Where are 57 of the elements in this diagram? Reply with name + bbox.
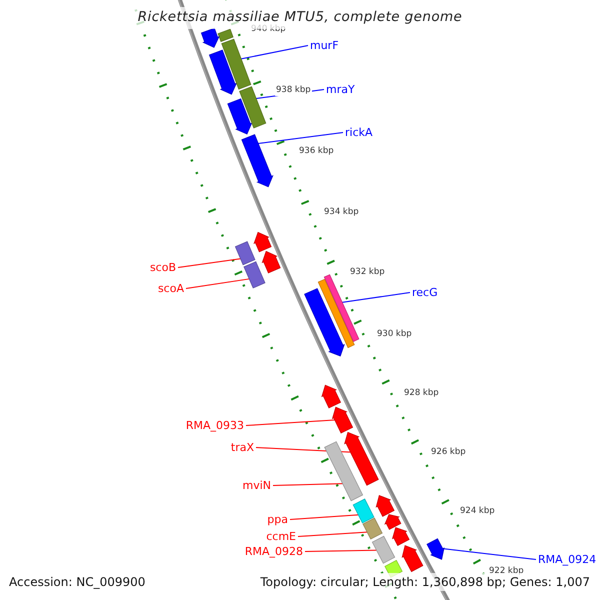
gene-feature <box>372 536 396 564</box>
gene-label: scoA <box>158 283 184 294</box>
gene-feature <box>254 232 272 252</box>
gene-feature <box>318 278 355 348</box>
gene-label: murF <box>310 40 339 51</box>
gene-label: RMA_0928 <box>244 546 303 557</box>
gene-label: ppa <box>267 514 288 525</box>
leader-line <box>298 532 368 537</box>
gene-label: traX <box>230 442 254 453</box>
gene-feature <box>208 50 238 95</box>
tick-label: 928 kbp <box>403 388 440 398</box>
gene-feature <box>402 545 424 572</box>
gene-feature <box>362 518 383 540</box>
gene-feature <box>262 250 281 274</box>
tick-label: 924 kbp <box>459 506 496 516</box>
gene-feature <box>304 288 345 356</box>
leader-line <box>290 514 359 520</box>
genome-info-text: Topology: circular; Length: 1,360,898 bp; Genes: 1,007 <box>258 573 592 591</box>
gene-label: ccmE <box>266 531 296 542</box>
tick-label: 938 kbp <box>275 85 312 96</box>
gene-feature <box>376 495 395 517</box>
tick-label: 932 kbp <box>349 267 386 278</box>
gene-feature <box>227 98 252 135</box>
gene-feature <box>221 38 252 90</box>
tick-label: 936 kbp <box>298 146 335 156</box>
gene-feature <box>244 261 266 288</box>
gene-feature <box>241 134 274 188</box>
gene-feature <box>234 241 256 266</box>
gene-label: recG <box>412 287 438 298</box>
gene-feature <box>324 274 360 342</box>
gene-feature <box>321 384 342 408</box>
gene-label: scoB <box>150 262 176 273</box>
gene-feature <box>352 498 374 524</box>
gene-feature <box>239 86 266 128</box>
gene-feature <box>426 538 445 560</box>
gene-feature <box>332 406 354 434</box>
leader-line <box>246 420 336 426</box>
leader-line <box>240 45 308 60</box>
gene-feature <box>324 441 364 502</box>
leader-line <box>186 278 250 289</box>
gene-label: mraY <box>326 84 355 95</box>
leader-line <box>258 132 344 144</box>
gene-label: mviN <box>242 480 271 491</box>
gene-feature <box>384 514 402 530</box>
gene-feature <box>344 432 379 486</box>
leader-line <box>442 548 536 560</box>
gene-label: rickA <box>345 127 373 138</box>
leader-line <box>178 258 241 268</box>
gene-label: RMA_0924 <box>538 554 596 565</box>
gene-feature <box>200 28 220 48</box>
leader-line <box>342 292 410 303</box>
tick-label: 930 kbp <box>376 329 413 340</box>
leader-line <box>304 550 377 552</box>
gene-label: RMA_0933 <box>186 420 244 431</box>
gene-feature <box>392 527 410 546</box>
tick-label: 934 kbp <box>323 207 360 218</box>
tick-label: 926 kbp <box>430 447 467 458</box>
